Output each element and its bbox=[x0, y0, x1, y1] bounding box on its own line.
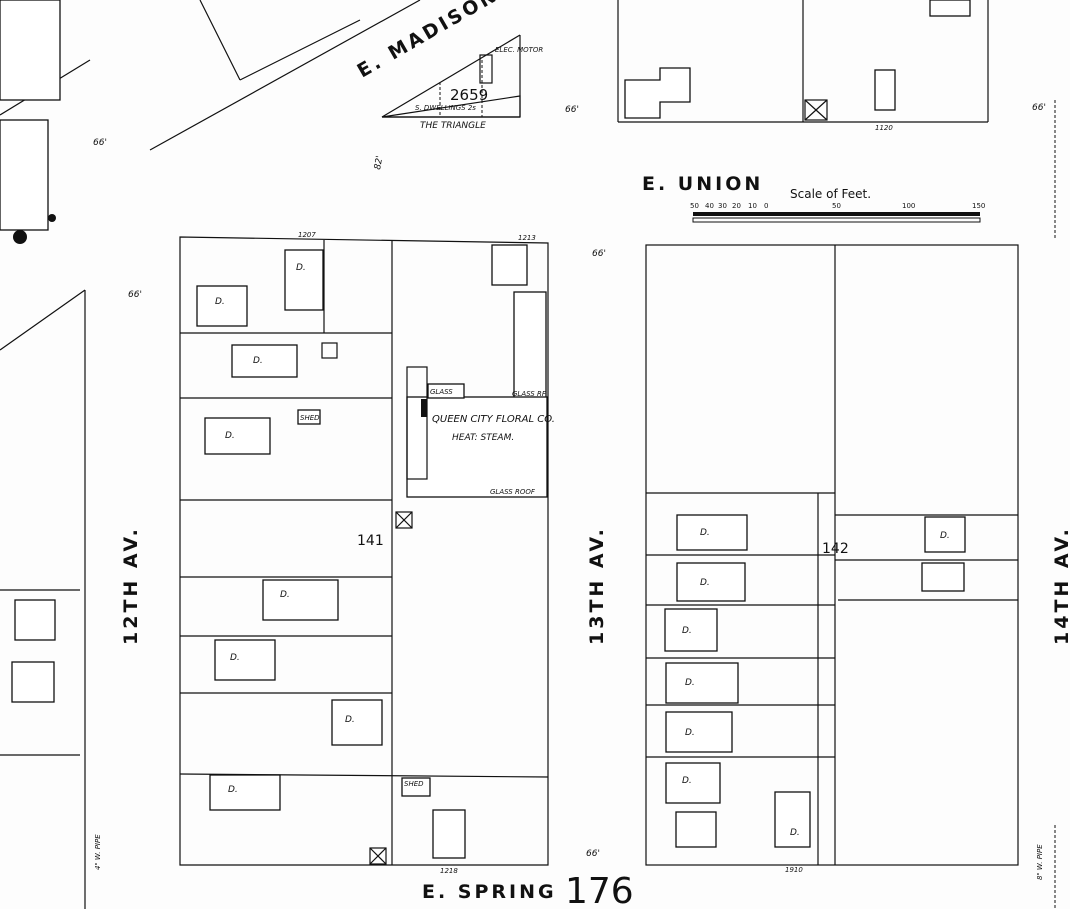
svg-text:D.: D. bbox=[280, 590, 290, 600]
madison-block-lines bbox=[0, 0, 421, 909]
scale-of-feet: Scale of Feet. 50 40 30 20 10 0 50 100 1… bbox=[690, 187, 985, 223]
triangle-label: THE TRIANGLE bbox=[420, 121, 486, 131]
address-1318: 1120 bbox=[875, 124, 893, 132]
svg-text:D.: D. bbox=[345, 715, 355, 725]
block-142: 142 D. D. D. D. D. D. D. D. bbox=[645, 244, 1019, 866]
svg-text:66': 66' bbox=[586, 849, 600, 859]
svg-text:D.: D. bbox=[700, 578, 710, 588]
the-triangle-block: 2659 THE TRIANGLE ELEC. MOTOR S. DWELLIN… bbox=[381, 34, 543, 131]
svg-text:D.: D. bbox=[790, 828, 800, 838]
svg-text:SHED: SHED bbox=[404, 780, 424, 788]
dwellings-label: S. DWELLINGS 2s bbox=[415, 104, 476, 112]
svg-text:66': 66' bbox=[565, 105, 579, 115]
svg-text:GLASS RF.: GLASS RF. bbox=[512, 390, 547, 398]
street-label-spring: E. SPRING bbox=[422, 881, 557, 903]
svg-text:66': 66' bbox=[128, 290, 142, 300]
svg-text:D.: D. bbox=[215, 297, 225, 307]
scale-title: Scale of Feet. bbox=[790, 187, 871, 201]
svg-text:10: 10 bbox=[748, 202, 757, 210]
svg-text:40: 40 bbox=[705, 202, 714, 210]
floral-heat: HEAT: STEAM. bbox=[452, 433, 514, 443]
svg-text:1218: 1218 bbox=[440, 867, 458, 875]
svg-text:100: 100 bbox=[902, 202, 915, 210]
queen-city-floral-co: GLASS GLASS RF. QUEEN CITY FLORAL CO. HE… bbox=[406, 366, 555, 498]
svg-text:D.: D. bbox=[228, 785, 238, 795]
svg-text:D.: D. bbox=[700, 528, 710, 538]
svg-text:66': 66' bbox=[592, 249, 606, 259]
svg-text:D.: D. bbox=[685, 728, 695, 738]
svg-text:4" W. PIPE: 4" W. PIPE bbox=[94, 834, 102, 870]
svg-text:50: 50 bbox=[690, 202, 699, 210]
svg-text:0: 0 bbox=[764, 202, 768, 210]
svg-text:D.: D. bbox=[225, 431, 235, 441]
svg-text:D.: D. bbox=[682, 776, 692, 786]
svg-text:1213: 1213 bbox=[518, 234, 536, 242]
svg-text:SHED: SHED bbox=[300, 414, 320, 422]
svg-text:GLASS: GLASS bbox=[430, 388, 453, 396]
sheet-number: 176 bbox=[565, 871, 634, 909]
block-number-2659: 2659 bbox=[450, 86, 488, 104]
elec-motor-label: ELEC. MOTOR bbox=[495, 46, 543, 54]
svg-text:D.: D. bbox=[682, 626, 692, 636]
svg-text:20: 20 bbox=[732, 202, 741, 210]
block-141: SHED SHED 141 D. D. D. D. D. D. D. D. bbox=[179, 236, 549, 866]
street-label-14th-ave: 14TH AV. bbox=[1051, 526, 1070, 645]
union-north-block: 1120 bbox=[617, 0, 989, 132]
svg-text:8" W. PIPE: 8" W. PIPE bbox=[1036, 844, 1044, 880]
svg-text:50: 50 bbox=[832, 202, 841, 210]
svg-text:150: 150 bbox=[972, 202, 985, 210]
floral-glass-roof: GLASS ROOF bbox=[490, 488, 536, 496]
svg-text:D.: D. bbox=[296, 263, 306, 273]
svg-text:1910: 1910 bbox=[785, 866, 803, 874]
svg-text:66': 66' bbox=[93, 138, 107, 148]
block-number-142: 142 bbox=[822, 541, 849, 557]
block-number-141: 141 bbox=[357, 533, 384, 549]
svg-text:D.: D. bbox=[940, 531, 950, 541]
street-label-union: E. UNION bbox=[642, 173, 763, 195]
svg-text:82': 82' bbox=[373, 155, 385, 170]
svg-text:D.: D. bbox=[685, 678, 695, 688]
floral-name: QUEEN CITY FLORAL CO. bbox=[432, 414, 555, 425]
svg-text:D.: D. bbox=[230, 653, 240, 663]
street-label-13th-ave: 13TH AV. bbox=[586, 526, 608, 645]
svg-text:D.: D. bbox=[253, 356, 263, 366]
svg-text:1207: 1207 bbox=[298, 231, 316, 239]
svg-text:66': 66' bbox=[1032, 103, 1046, 113]
street-label-12th-ave: 12TH AV. bbox=[120, 526, 142, 645]
svg-text:30: 30 bbox=[718, 202, 727, 210]
